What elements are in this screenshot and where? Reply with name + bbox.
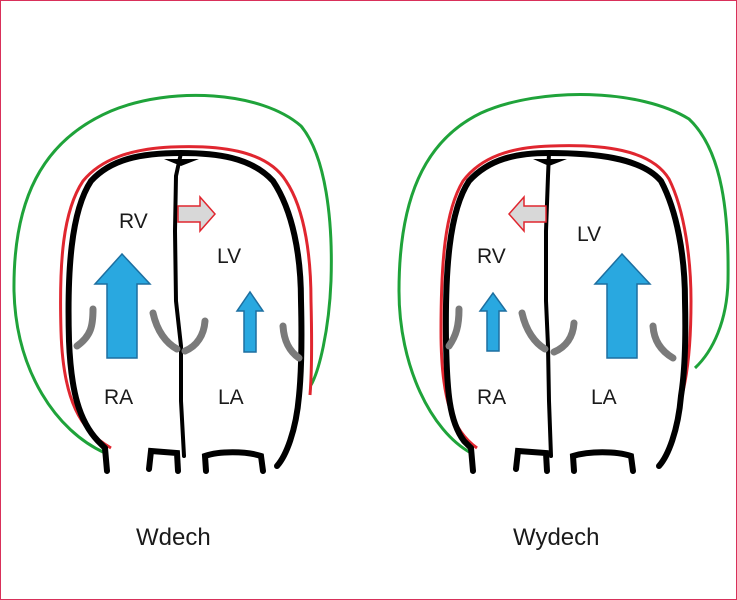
label-lv: LV <box>217 245 241 268</box>
label-la: LA <box>218 386 244 409</box>
heart-wall <box>65 149 305 469</box>
septal-apex <box>533 159 567 166</box>
label-ra: RA <box>104 386 133 409</box>
septal-shift-arrow <box>507 195 547 233</box>
right-flow-arrow <box>478 291 508 352</box>
outer-pericardium <box>397 92 730 455</box>
inner-pericardium <box>439 144 693 450</box>
right-flow-arrow <box>93 252 152 359</box>
label-la: LA <box>591 386 617 409</box>
mitral-valve <box>649 322 677 362</box>
tricuspid-valve <box>445 305 463 350</box>
tricuspid-valve-leaflet <box>518 309 549 353</box>
label-ra: RA <box>477 386 506 409</box>
mitral-valve <box>279 322 303 362</box>
septum <box>172 151 186 458</box>
vessel-stubs <box>102 445 266 474</box>
mitral-valve-leaflet <box>181 317 209 355</box>
tricuspid-valve-leaflet <box>149 309 181 353</box>
inner-pericardium <box>59 145 314 450</box>
mitral-valve-leaflet <box>550 319 578 356</box>
septal-apex <box>164 159 199 166</box>
caption-expiration: Wydech <box>513 524 599 551</box>
tricuspid-valve <box>73 305 97 350</box>
caption-inspiration: Wdech <box>136 524 211 551</box>
label-rv: RV <box>119 210 148 233</box>
septal-shift-arrow <box>177 195 217 233</box>
outer-pericardium <box>12 93 333 455</box>
label-rv: RV <box>477 245 506 268</box>
left-flow-arrow <box>593 252 652 359</box>
panel-expiration: RV LV RA LA Wydech <box>397 92 730 551</box>
vessel-stubs <box>468 445 636 474</box>
left-flow-arrow <box>235 290 265 353</box>
panel-inspiration: RV LV RA LA Wdech <box>12 93 333 551</box>
label-lv: LV <box>577 223 601 246</box>
heart-wall <box>442 149 689 469</box>
septum <box>544 151 553 458</box>
